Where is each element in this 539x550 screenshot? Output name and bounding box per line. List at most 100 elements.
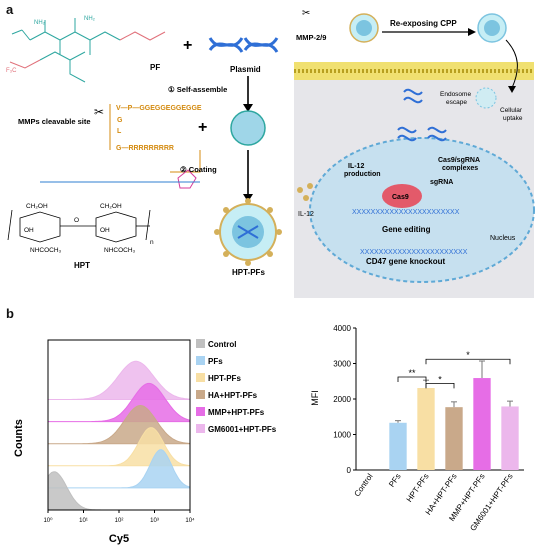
bar-category-label: PFs — [387, 472, 403, 489]
hpt-nhcoch3-2: NHCOCH₃ — [104, 247, 136, 254]
pf-molecule — [11, 18, 121, 83]
legend-label: PFs — [208, 357, 223, 366]
significance-bracket — [425, 358, 511, 365]
legend-label: HPT-PFs — [208, 374, 241, 383]
peptide1-g: G — [117, 117, 123, 124]
cellular-uptake-label: Cellular — [500, 107, 523, 114]
hpt-n: n — [150, 239, 154, 246]
legend-swatch — [196, 390, 205, 399]
step2-label: ② Coating — [180, 165, 217, 174]
legend-label: HA+HPT-PFs — [208, 391, 258, 400]
histogram-curve-pfs — [48, 449, 191, 489]
dna-bottom-strand: XXXXXXXXXXXXXXXXXXXXXXX — [360, 249, 468, 256]
significance-bracket — [397, 376, 427, 382]
cas9-complexes-label: Cas9/sgRNA — [438, 157, 480, 164]
peptide1-l: L — [117, 128, 122, 135]
hpt-label: HPT — [74, 261, 90, 270]
hpt-pfs-label: HPT-PFs — [232, 268, 265, 277]
nucleus — [309, 137, 535, 283]
re-exposing-label: Re-exposing CPP — [390, 19, 457, 28]
bar-pfs — [389, 422, 407, 470]
cytoplasm-plasmids — [397, 88, 447, 142]
panel-a-figure: NH₂ NH₂ F₃C PF + Plasmid ① Self-assemble… — [6, 8, 535, 298]
hpt-oh-1: OH — [24, 227, 34, 234]
bar-ytick-label: 2000 — [333, 395, 351, 404]
histogram-tick-label: 10² — [115, 518, 124, 524]
mmp-scissors-icon: ✂ — [302, 8, 310, 19]
peptide1-sequence: V—P—GGEGGEGGEGGE — [116, 105, 202, 112]
legend-swatch — [196, 356, 205, 365]
il12-label: IL-12 — [298, 211, 314, 218]
bar-category-label: HPT-PFs — [405, 472, 431, 504]
legend-label: MMP+HPT-PFs — [208, 408, 265, 417]
bar-ha-hpt-pfs — [445, 407, 463, 470]
histogram-ylabel: Counts — [13, 419, 25, 457]
significance-label: * — [438, 374, 442, 384]
maleimide-ring — [177, 169, 197, 189]
hpt-nhcoch3-1: NHCOCH₃ — [30, 247, 62, 254]
bar-gm6001-hpt-pfs — [501, 406, 519, 470]
legend-swatch — [196, 373, 205, 382]
histogram-tick-label: 10⁴ — [185, 517, 195, 524]
legend-label: GM6001+HPT-PFs — [208, 425, 277, 434]
plasmid-label: Plasmid — [230, 65, 261, 74]
plus-sign-1: + — [183, 37, 192, 54]
cd47-label: CD47 gene knockout — [366, 257, 445, 266]
scissors-icon: ✂ — [94, 105, 104, 119]
legend-swatch — [196, 339, 205, 348]
significance-label: * — [466, 350, 470, 360]
bar-category-label: Control — [352, 472, 374, 498]
pf-label: PF — [150, 63, 160, 72]
histogram-tick-label: 10⁰ — [43, 517, 53, 524]
endosome-escape-label: Endosome — [440, 91, 471, 98]
mmp-site-label: MMPs cleavable site — [18, 117, 91, 126]
cas9-protein — [382, 184, 422, 208]
pf-fluorine-chains — [9, 31, 166, 69]
hpt-structure — [7, 209, 151, 243]
panel-a-letter: a — [6, 2, 14, 17]
dna-top-strand: XXXXXXXXXXXXXXXXXXXXXXX — [352, 209, 460, 216]
legend-label: Control — [208, 340, 236, 349]
legend-swatch — [196, 407, 205, 416]
significance-label: ** — [408, 368, 416, 378]
bar-hpt-pfs — [417, 387, 435, 470]
cas9-complexes-label-2: complexes — [442, 165, 478, 172]
histogram-curve-gm6001-hpt-pfs — [48, 360, 191, 400]
histogram-curve-mmp-hpt-pfs — [48, 382, 191, 423]
legend-swatch — [196, 424, 205, 433]
il12-production-label-2: production — [344, 171, 381, 178]
il12-production-label: IL-12 — [348, 163, 364, 170]
pf-cf3-label: F₃C — [6, 68, 17, 74]
plasmid-icon — [208, 37, 279, 53]
bar-ytick-label: 0 — [347, 466, 352, 475]
plus-sign-2: + — [198, 119, 207, 136]
bar-ytick-label: 1000 — [333, 431, 351, 440]
bar-ytick-label: 4000 — [333, 324, 351, 333]
bar-mmp-hpt-pfs — [473, 378, 491, 470]
pf-nh2-label-b: NH₂ — [84, 16, 96, 22]
il12-dots — [297, 183, 313, 201]
histogram-tick-label: 10¹ — [79, 518, 88, 524]
pf-nanoparticle — [230, 110, 266, 146]
histogram-xlabel: Cy5 — [109, 533, 129, 545]
hpt-oh-2: OH — [100, 227, 110, 234]
bar-ytick-label: 3000 — [333, 360, 351, 369]
gene-editing-label: Gene editing — [382, 225, 431, 234]
nucleus-label: Nucleus — [490, 235, 516, 242]
hpt-o: O — [74, 217, 79, 224]
cellular-uptake-label-2: uptake — [503, 115, 523, 122]
endosome — [475, 87, 497, 109]
panel-b-letter: b — [6, 306, 14, 321]
bar-ylabel: MFI — [310, 390, 320, 406]
endosome-escape-label-2: escape — [446, 99, 467, 106]
hpt-pfs-particle — [214, 198, 282, 266]
step1-label: ① Self-assemble — [168, 85, 227, 94]
significance-bracket — [425, 382, 455, 389]
hpt-ch2oh-2: CH₂OH — [100, 203, 122, 210]
sgrna-label: sgRNA — [430, 179, 453, 186]
cas9-label: Cas9 — [392, 194, 409, 201]
hpt-ch2oh-1: CH₂OH — [26, 203, 48, 210]
mmp-label: MMP-2/9 — [296, 33, 326, 42]
